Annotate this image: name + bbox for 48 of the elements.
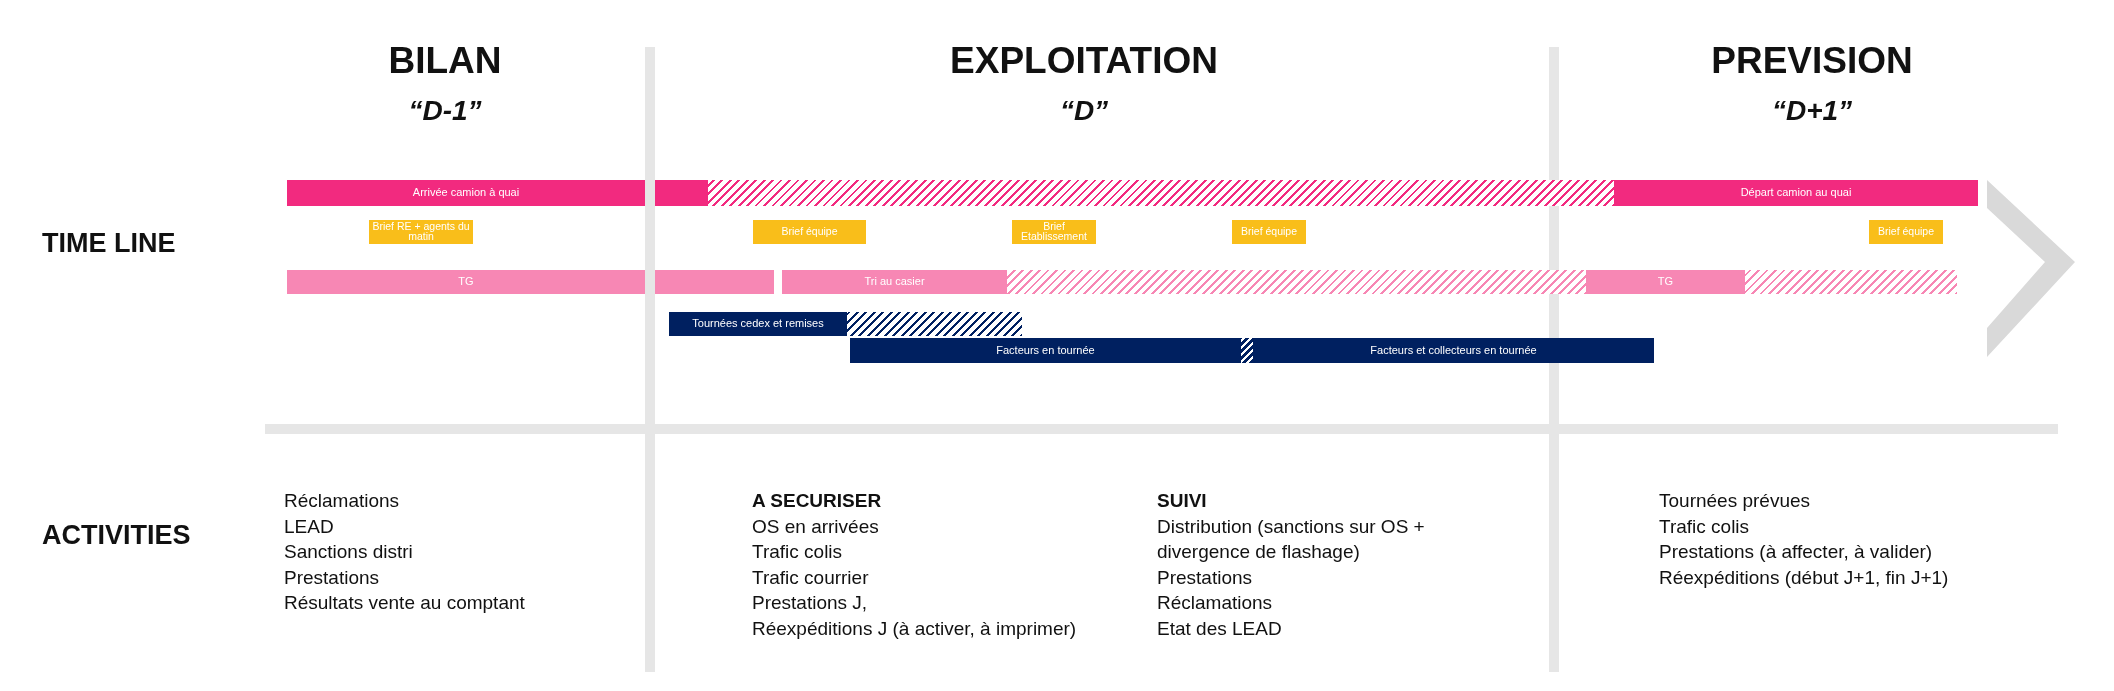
section-title: EXPLOITATION: [949, 40, 1219, 82]
delivery-bar: Facteurs en tournée: [850, 338, 1241, 363]
activity-item: Résultats vente au comptant: [284, 591, 525, 615]
activity-item: Trafic colis: [752, 540, 843, 564]
section-title: BILAN: [387, 40, 503, 82]
activity-item: LEAD: [284, 514, 334, 539]
column-heading: SUIVI: [1157, 489, 1207, 513]
day-label: “D-1”: [407, 95, 483, 127]
truck-bar: Arrivée camion à quai: [287, 180, 645, 206]
activity-item: Réexpéditions (début J+1, fin J+1): [1659, 565, 1949, 590]
sorting-bar: Tri au casier: [782, 270, 1007, 294]
row-heading: ACTIVITIES: [42, 520, 191, 551]
activity-item: Prestations: [284, 565, 380, 590]
day-label: “D”: [1058, 95, 1110, 127]
activity-item: Sanctions distri: [284, 540, 413, 564]
delivery-bar: Tournées cedex et remises: [669, 312, 847, 336]
briefing-box: Brief équipe: [1869, 220, 1943, 244]
row-heading: TIME LINE: [42, 228, 176, 259]
hatched-delivery-bar: [1241, 338, 1253, 363]
activity-item: Etat des LEAD: [1157, 616, 1282, 641]
sorting-bar: TG: [1586, 270, 1745, 294]
activity-item: Réclamations: [284, 489, 400, 513]
hatched-delivery-bar: [847, 312, 1022, 336]
activity-item: Prestations (à affecter, à valider): [1659, 540, 1933, 564]
briefing-box: Brief Etablissement: [1012, 220, 1096, 244]
briefing-box: Brief RE + agents du matin: [369, 220, 473, 244]
hatched-sorting-bar: [1745, 270, 1957, 294]
activity-item: Distribution (sanctions sur OS + divergence de flashage): [1157, 514, 1426, 564]
hatched-sorting-bar: [1007, 270, 1586, 294]
section-title: PREVISION: [1710, 40, 1914, 82]
activity-item: Réclamations: [1157, 591, 1273, 615]
sorting-bar: TG: [287, 270, 645, 294]
activity-item: Trafic colis: [1659, 514, 1750, 539]
activity-item: Réexpéditions J (à activer, à imprimer): [752, 616, 1077, 641]
briefing-box: Brief équipe: [753, 220, 866, 244]
activity-item: OS en arrivées: [752, 514, 879, 539]
hatched-truck-bar: [708, 180, 1614, 206]
sorting-bar: [655, 270, 774, 294]
activity-item: Tournées prévues: [1659, 489, 1811, 513]
briefing-box: Brief équipe: [1232, 220, 1306, 244]
truck-bar: Départ camion au quai: [1614, 180, 1978, 206]
column-heading: A SECURISER: [752, 489, 882, 513]
activity-item: Trafic courrier: [752, 565, 869, 590]
day-label: “D+1”: [1770, 95, 1854, 127]
activity-item: Prestations J,: [752, 591, 868, 615]
delivery-bar: Facteurs et collecteurs en tournée: [1253, 338, 1654, 363]
activity-item: Prestations: [1157, 565, 1253, 590]
truck-bar: [655, 180, 708, 206]
